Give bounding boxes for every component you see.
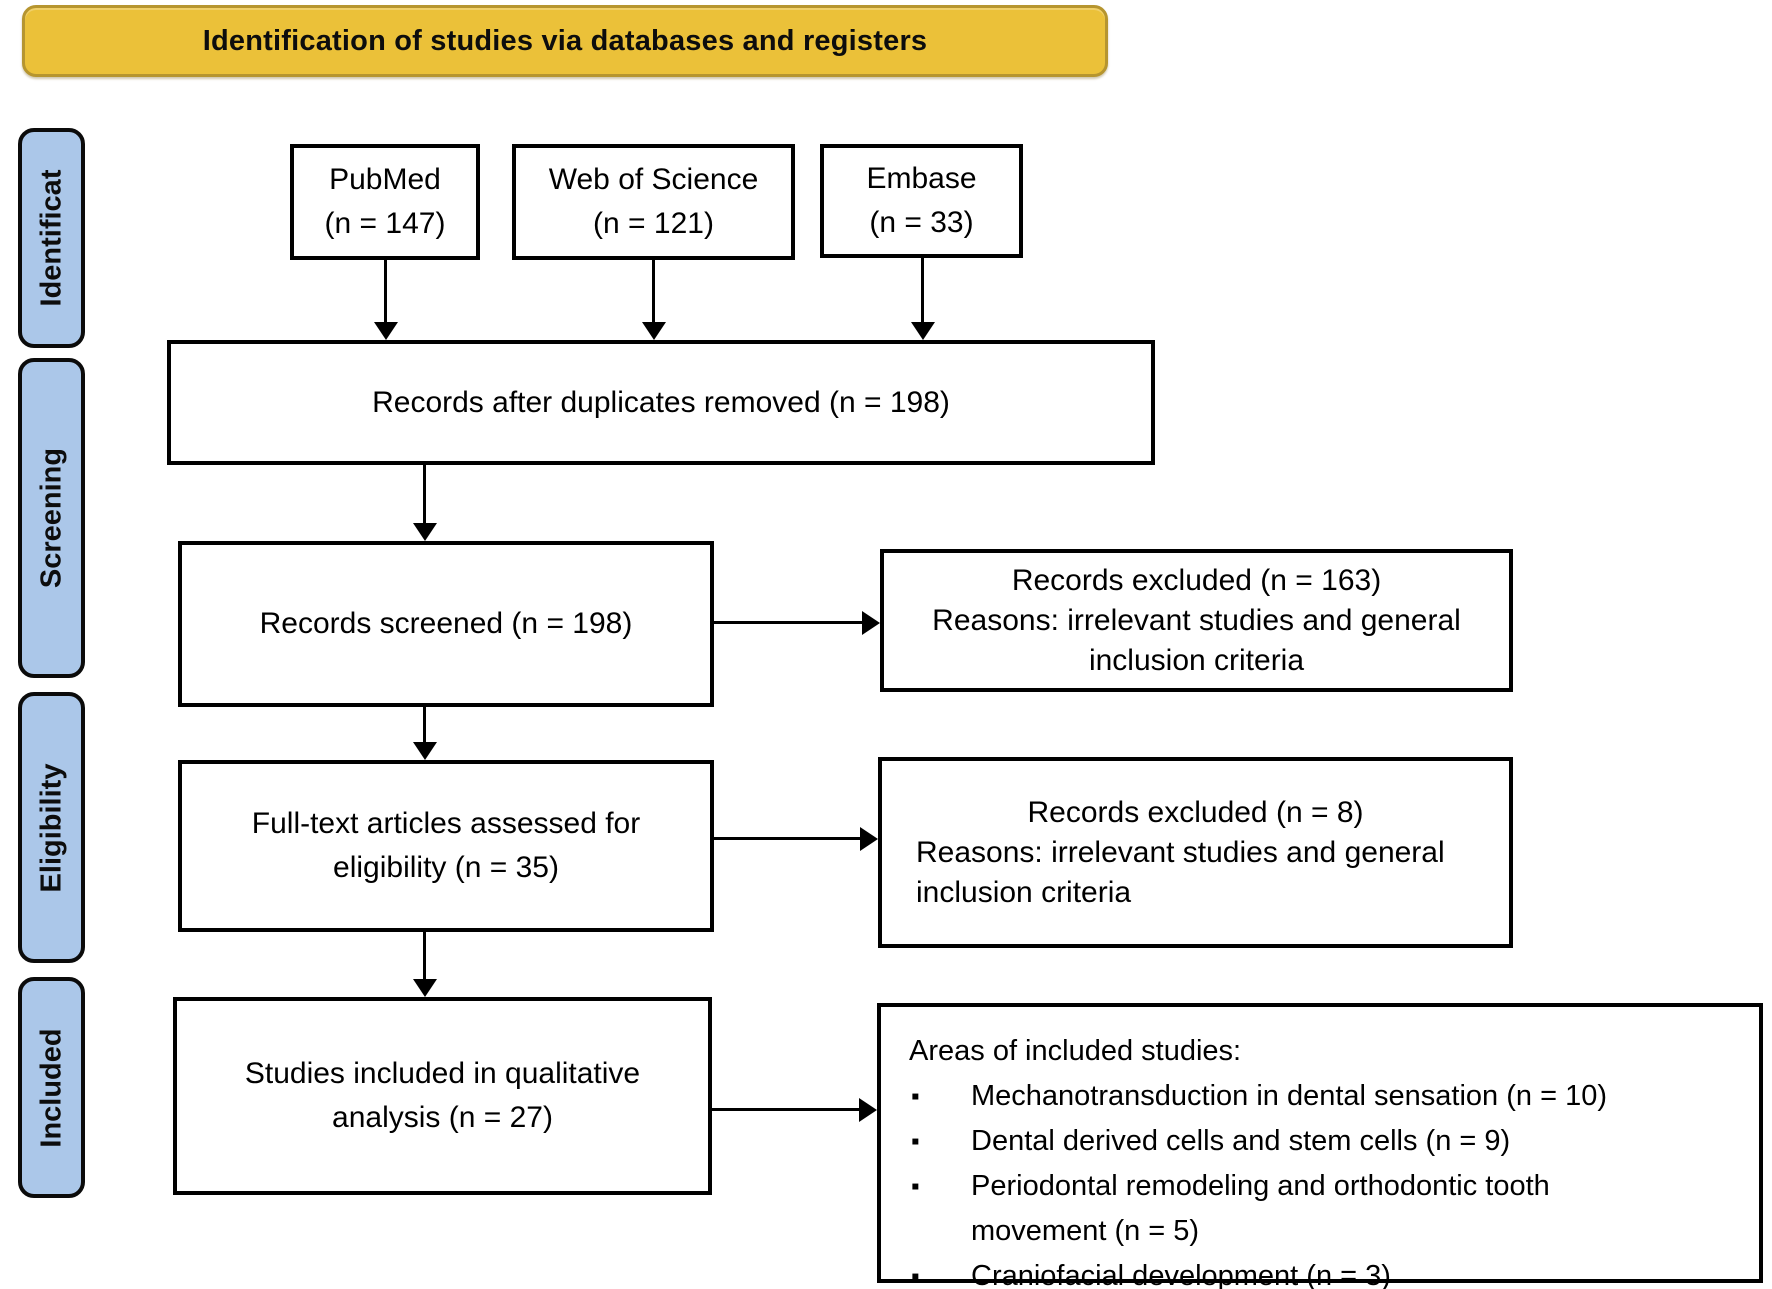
- identification-banner: Identification of studies via databases …: [22, 5, 1108, 77]
- arrow-duplicates-to-screened: [423, 465, 426, 523]
- stage-label-screening: Screening: [18, 358, 85, 678]
- arrow-screened-to-fulltext: [423, 707, 426, 742]
- stage-label-text: Eligibility: [35, 763, 67, 892]
- bullet-square-icon: ▪: [911, 1083, 920, 1110]
- arrow-embase-to-duplicates: [921, 258, 924, 322]
- arrow-pubmed-to-duplicates: [384, 260, 387, 322]
- stage-label-identification: Identificat: [18, 128, 85, 348]
- excluded-title: Records excluded (n = 8): [1027, 795, 1364, 829]
- full-text-assessed-box: Full-text articles assessed for eligibil…: [178, 760, 714, 932]
- arrow-fulltext-to-excluded: [714, 837, 860, 840]
- source-box-pubmed: PubMed (n = 147): [290, 144, 480, 260]
- records-excluded-screening-box: Records excluded (n = 163) Reasons: irre…: [880, 549, 1513, 692]
- arrow-wos-to-duplicates: [652, 260, 655, 322]
- areas-list: ▪ Mechanotransduction in dental sensatio…: [909, 1074, 1739, 1289]
- arrow-fulltext-to-studies: [423, 932, 426, 979]
- included-areas-box: Areas of included studies: ▪ Mechanotran…: [877, 1003, 1763, 1289]
- area-item: ▪ Mechanotransduction in dental sensatio…: [911, 1074, 1739, 1119]
- area-item: ▪ Dental derived cells and stem cells (n…: [911, 1119, 1739, 1164]
- arrow-studies-to-areas: [712, 1108, 859, 1111]
- area-item-text: Periodontal remodeling and orthodontic t…: [971, 1170, 1550, 1247]
- banner-title: Identification of studies via databases …: [202, 24, 928, 57]
- source-box-web-of-science: Web of Science (n = 121): [512, 144, 795, 260]
- stage-label-text: Identificat: [35, 169, 67, 307]
- bullet-square-icon: ▪: [911, 1128, 920, 1155]
- area-item-text: Craniofacial development (n = 3): [971, 1260, 1391, 1289]
- bullet-square-icon: ▪: [911, 1173, 920, 1200]
- areas-title: Areas of included studies:: [909, 1035, 1242, 1067]
- records-screened-box: Records screened (n = 198): [178, 541, 714, 707]
- stage-label-included: Included: [18, 977, 85, 1198]
- arrow-screened-to-excluded: [714, 621, 862, 624]
- stage-label-text: Included: [35, 1027, 67, 1148]
- excluded-reasons: Reasons: irrelevant studies and general …: [916, 835, 1445, 909]
- area-item-text: Mechanotransduction in dental sensation …: [971, 1080, 1607, 1112]
- bullet-square-icon: ▪: [911, 1263, 920, 1289]
- studies-included-box: Studies included in qualitative analysis…: [173, 997, 712, 1195]
- area-item: ▪ Craniofacial development (n = 3): [911, 1254, 1739, 1289]
- area-item: ▪ Periodontal remodeling and orthodontic…: [911, 1164, 1739, 1254]
- source-box-embase: Embase (n = 33): [820, 144, 1023, 258]
- area-item-text: Dental derived cells and stem cells (n =…: [971, 1125, 1511, 1157]
- records-after-duplicates-box: Records after duplicates removed (n = 19…: [167, 340, 1155, 465]
- stage-label-eligibility: Eligibility: [18, 692, 85, 963]
- stage-label-text: Screening: [35, 447, 67, 589]
- records-excluded-eligibility-box: Records excluded (n = 8) Reasons: irrele…: [878, 757, 1513, 948]
